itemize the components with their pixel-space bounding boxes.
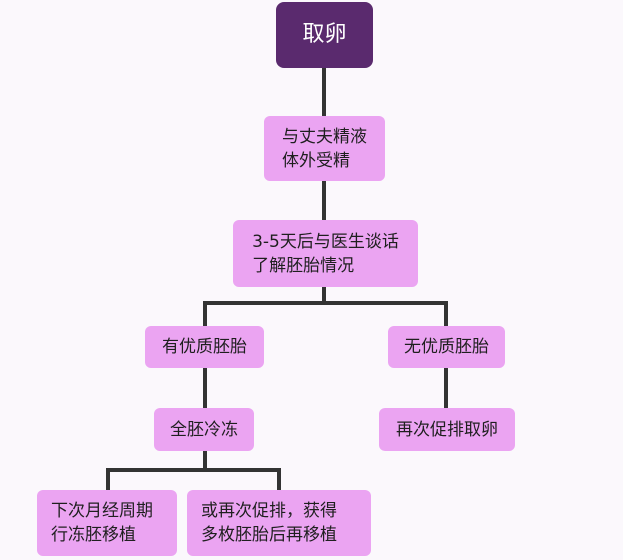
- node-egg-retrieval-label: 取卵: [302, 22, 347, 47]
- node-next-cycle-transfer-label: 下次月经周期 行冻胚移植: [51, 501, 153, 545]
- node-doctor-consultation: 3-5天后与医生谈话 了解胚胎情况: [233, 220, 418, 287]
- node-freeze-all: 全胚冷冻: [154, 408, 254, 451]
- node-restimulate: 再次促排取卵: [379, 408, 515, 451]
- node-more-embryos-transfer-label: 或再次促排，获得 多枚胚胎后再移植: [201, 501, 337, 545]
- node-doctor-consultation-label: 3-5天后与医生谈话 了解胚胎情况: [252, 231, 399, 276]
- node-egg-retrieval: 取卵: [276, 2, 373, 68]
- node-in-vitro-fertilization-label: 与丈夫精液 体外受精: [282, 126, 367, 171]
- node-good-embryo: 有优质胚胎: [145, 326, 264, 368]
- node-no-good-embryo-label: 无优质胚胎: [404, 337, 489, 357]
- node-next-cycle-transfer: 下次月经周期 行冻胚移植: [37, 490, 177, 556]
- node-freeze-all-label: 全胚冷冻: [170, 419, 238, 440]
- node-restimulate-label: 再次促排取卵: [396, 419, 498, 440]
- node-no-good-embryo: 无优质胚胎: [388, 326, 505, 368]
- node-in-vitro-fertilization: 与丈夫精液 体外受精: [264, 116, 385, 181]
- node-more-embryos-transfer: 或再次促排，获得 多枚胚胎后再移植: [187, 490, 371, 556]
- node-good-embryo-label: 有优质胚胎: [162, 337, 247, 357]
